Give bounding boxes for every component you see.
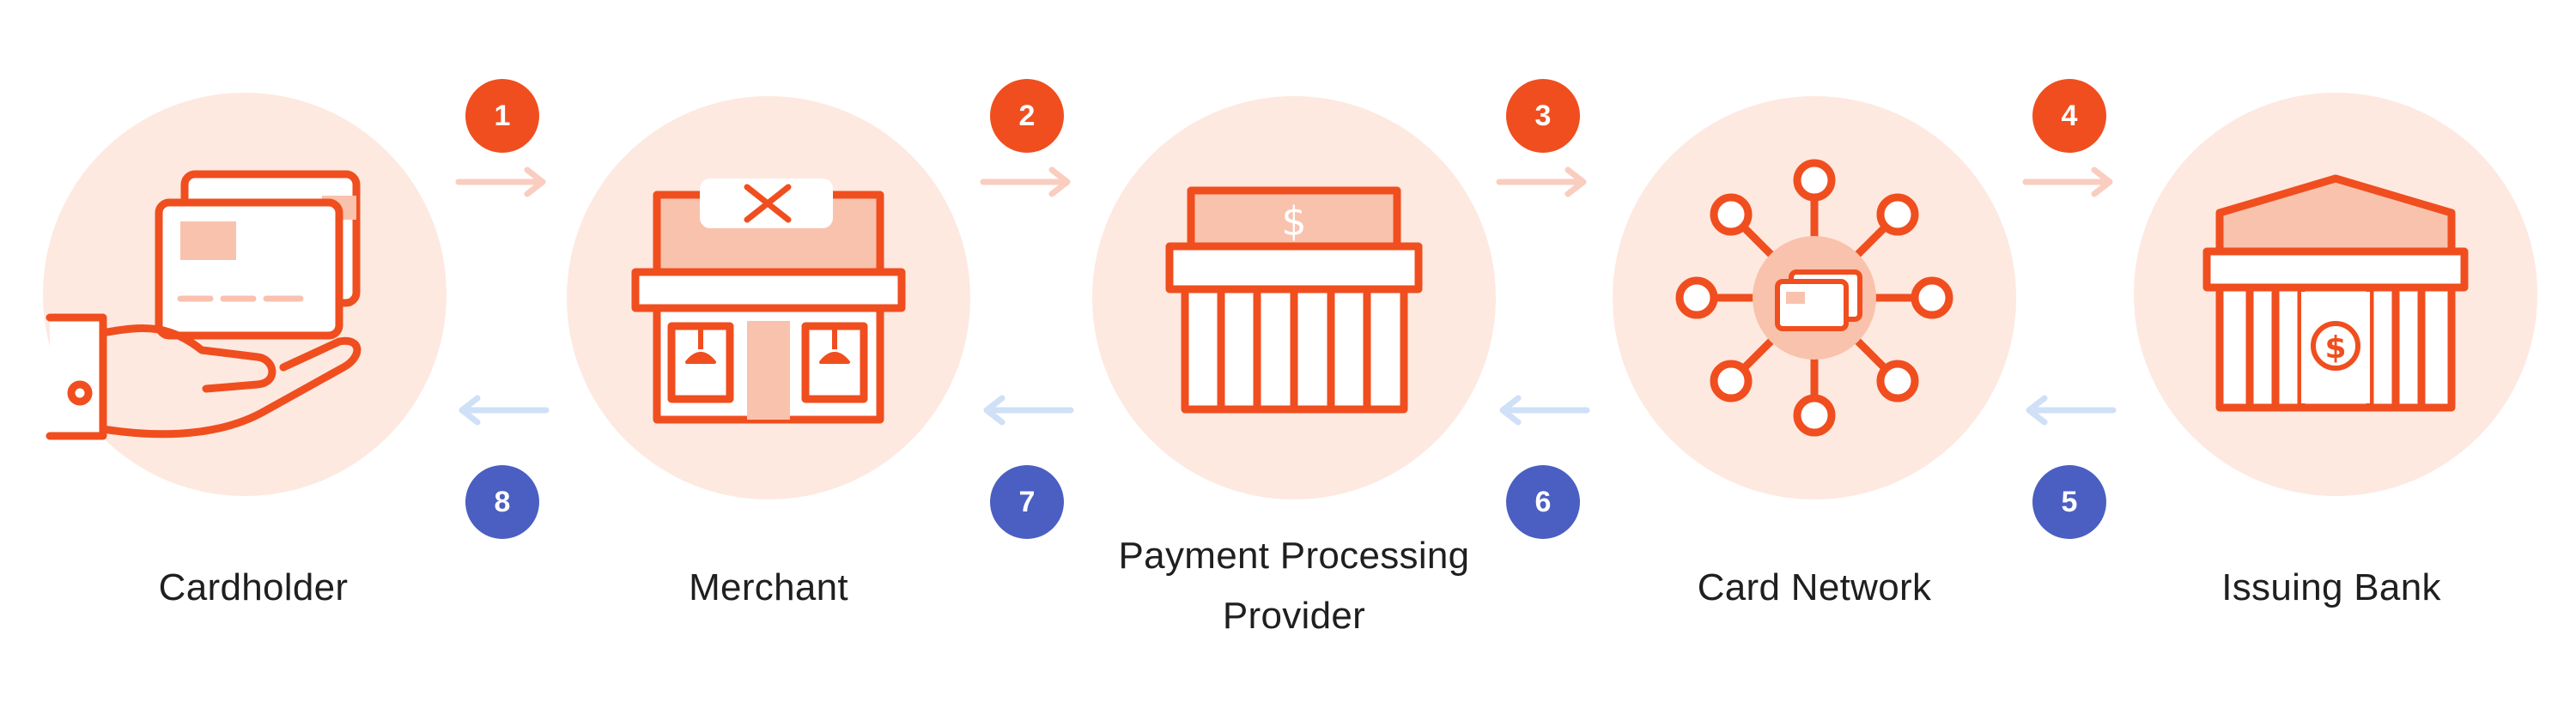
step-badge-8: 8 xyxy=(465,465,539,539)
step-badge-2: 2 xyxy=(990,79,1064,153)
step-badge-1: 1 xyxy=(465,79,539,153)
svg-text:$: $ xyxy=(2324,330,2346,366)
step-badge-6: 6 xyxy=(1506,465,1580,539)
card-network-label: Card Network xyxy=(1697,566,1932,608)
network-hub-icon xyxy=(1675,159,1953,437)
issuing-bank-label: Issuing Bank xyxy=(2221,566,2441,608)
return-arrow-7 xyxy=(983,395,1074,426)
processor-shop-icon: $ xyxy=(1165,186,1423,414)
forward-arrow-2 xyxy=(980,166,1071,197)
step-badge-7: 7 xyxy=(990,465,1064,539)
hand-holding-cards-icon xyxy=(46,170,361,440)
bank-icon: $ xyxy=(2202,174,2469,412)
payment-processor-label: Payment Processing Provider xyxy=(1118,535,1470,637)
cardholder-label: Cardholder xyxy=(158,566,349,608)
storefront-icon xyxy=(631,179,906,424)
merchant-node xyxy=(567,96,970,499)
payment-processor-node: $ xyxy=(1092,96,1496,499)
return-arrow-8 xyxy=(459,395,550,426)
step-badge-5: 5 xyxy=(2032,465,2106,539)
cardholder-node xyxy=(43,93,447,496)
return-arrow-6 xyxy=(1499,395,1590,426)
svg-text:$: $ xyxy=(1281,198,1306,245)
return-arrow-5 xyxy=(2026,395,2117,426)
forward-arrow-1 xyxy=(455,166,546,197)
forward-arrow-3 xyxy=(1496,166,1587,197)
step-badge-4: 4 xyxy=(2032,79,2106,153)
merchant-label: Merchant xyxy=(689,566,848,608)
issuing-bank-node: $ xyxy=(2134,93,2537,496)
card-network-node xyxy=(1613,96,2016,499)
step-badge-3: 3 xyxy=(1506,79,1580,153)
forward-arrow-4 xyxy=(2022,166,2113,197)
